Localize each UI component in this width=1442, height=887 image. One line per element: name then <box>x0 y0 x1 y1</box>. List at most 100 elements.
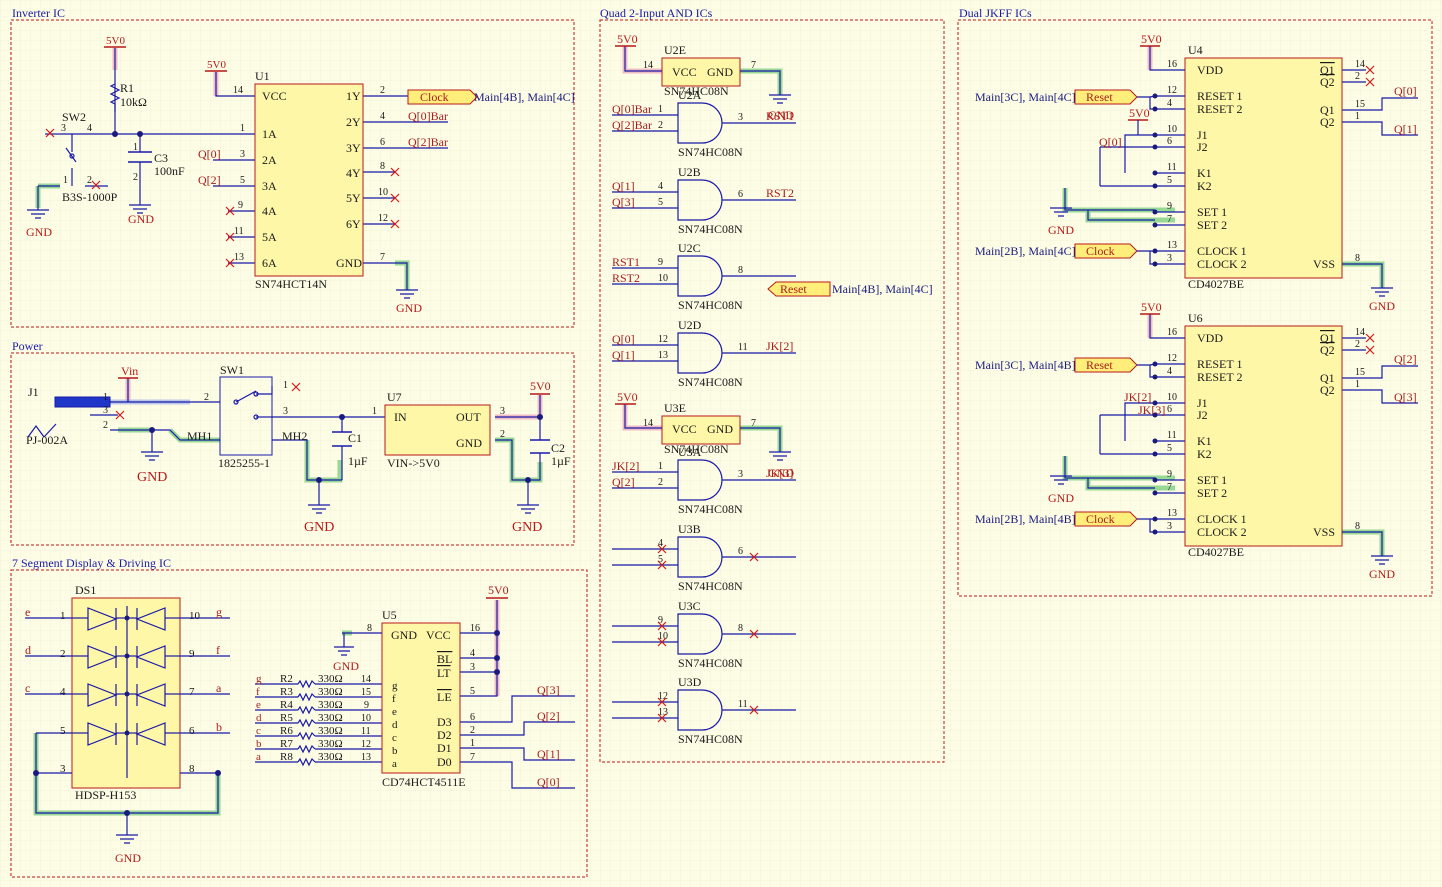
j1-ref: J1 <box>28 385 39 399</box>
u1-pin-right: 1Y <box>346 89 361 103</box>
section-frames <box>10 19 1433 878</box>
and-gate-body[interactable] <box>677 536 723 578</box>
u5-pin-num: 5 <box>470 686 475 697</box>
resistor-ref: R7 <box>280 738 293 750</box>
jkff-vss-wire <box>1342 263 1383 288</box>
ds1-net: b <box>216 720 222 734</box>
jkff-reset-port[interactable] <box>1074 89 1138 105</box>
u7-pin-num: 3 <box>500 406 505 417</box>
junction <box>1152 261 1158 267</box>
u1-part: SN74HCT14N <box>255 277 327 291</box>
and-section: 5V0 5V0 GND GND U2E SN74HC08N VCC GND U3… <box>612 32 933 746</box>
and-gate-pin-num: 1 <box>658 461 663 472</box>
u5-out: f <box>392 693 396 705</box>
u7-pin-out: OUT <box>456 410 481 424</box>
u7-regulator-body[interactable] <box>384 404 491 456</box>
resistor-seg: e <box>256 699 261 711</box>
and-gate-ref: U3D <box>678 675 702 689</box>
and-gate-input-wires <box>612 548 678 566</box>
port-reset-ref: Main[4B], Main[4C] <box>832 282 933 296</box>
and-gate-body[interactable] <box>677 102 723 144</box>
junction <box>1152 451 1158 457</box>
port-reset-and[interactable] <box>767 281 831 297</box>
jkff-reset-port[interactable] <box>1074 357 1138 373</box>
u1-pin-num: 8 <box>380 161 385 172</box>
resistor-seg: c <box>256 725 261 737</box>
jkff-pin-name: SET 1 <box>1197 205 1227 219</box>
junction <box>1152 183 1158 189</box>
jkff-pin-name: CLOCK 2 <box>1197 257 1247 271</box>
jkff-pin-num: 5 <box>1167 443 1172 454</box>
and-gate-body[interactable] <box>677 613 723 655</box>
u1-pin-right: GND <box>336 256 362 270</box>
u5-out: c <box>392 732 397 744</box>
u7-pin-gnd: GND <box>456 436 482 450</box>
and-gate-ref: U2D <box>678 318 702 332</box>
u3e-pin-num: 14 <box>643 418 653 429</box>
sw1-pin: 1 <box>283 380 288 391</box>
jkff-clock-port[interactable] <box>1074 243 1138 259</box>
jkff-pin-name: CLOCK 1 <box>1197 512 1247 526</box>
seven-seg-section: GND DS1 HDSP-H153 1 2 4 5 3 10 9 7 6 8 e… <box>25 583 575 865</box>
junction-r1 <box>112 131 118 137</box>
u1-pin-left: VCC <box>262 89 287 103</box>
jkff-clock-port[interactable] <box>1074 511 1138 527</box>
u3e-pin-num: 7 <box>751 418 756 429</box>
and-gate-input-wires <box>612 267 678 285</box>
and-gate-body[interactable] <box>677 332 723 374</box>
jkff-q-net: Q[0] <box>1394 84 1417 98</box>
port-clock-label: Clock <box>420 90 449 104</box>
no-connect-mark <box>749 552 759 562</box>
sw2-pin: 4 <box>87 123 92 134</box>
gnd-label-jkff-set: GND <box>1048 223 1074 237</box>
and-gate-out-net: JK[2] <box>766 339 793 353</box>
u2e-gnd: GND <box>707 65 733 79</box>
sw2-switch[interactable] <box>65 134 77 186</box>
ds1-net: e <box>25 605 30 619</box>
u5-data: D2 <box>437 728 452 742</box>
junction-c3 <box>137 131 143 137</box>
and-gate-ref: U3B <box>678 522 701 536</box>
u3e-power-unit[interactable] <box>661 415 741 445</box>
sw2-pin: 1 <box>63 175 68 186</box>
jkff-k-net: Q[0] <box>1099 135 1122 149</box>
jkff-ic-body[interactable] <box>1184 325 1343 547</box>
c3-capacitor[interactable] <box>128 151 152 180</box>
and-gate-pin-num: 2 <box>658 477 663 488</box>
u5-decoder-body[interactable] <box>381 622 461 774</box>
u1-pin-num: 3 <box>240 149 245 160</box>
u1-ic-body[interactable] <box>254 83 364 277</box>
u7-part: VIN->5V0 <box>387 456 440 470</box>
jkff-pin-name: K2 <box>1197 447 1212 461</box>
j1-jack-body[interactable] <box>54 396 111 408</box>
no-connect-mark <box>657 621 667 631</box>
u1-pin-num: 4 <box>380 111 385 122</box>
port-clock-inverter[interactable] <box>407 89 478 105</box>
sw1-switch[interactable] <box>219 376 273 456</box>
and-gate-body[interactable] <box>677 179 723 221</box>
and-gate-part: SN74HC08N <box>678 222 743 236</box>
u5-pin-num: 13 <box>361 752 371 763</box>
u1-pin-num: 5 <box>240 175 245 186</box>
and-gate-pin-num: 3 <box>738 469 743 480</box>
and-gate-pin-num: 4 <box>658 538 663 549</box>
and-gate-body[interactable] <box>677 255 723 297</box>
jkff-vdd-wire <box>1149 46 1155 71</box>
pwr-label-jkff: 5V0 <box>1129 106 1150 120</box>
c1-value: 1µF <box>348 454 368 468</box>
and-gate-body[interactable] <box>677 459 723 501</box>
jkff-pin-num: 3 <box>1167 521 1172 532</box>
jkff-ic-body[interactable] <box>1184 57 1343 279</box>
section-title-inverter: Inverter IC <box>12 6 65 20</box>
jkff-pin-name: K1 <box>1197 166 1212 180</box>
u2e-power-unit[interactable] <box>661 57 741 87</box>
and-gate-body[interactable] <box>677 689 723 731</box>
gnd-label-u2e: GND <box>768 108 794 122</box>
r1-resistor[interactable] <box>109 83 121 105</box>
resistor-bank <box>255 679 382 767</box>
and-gate-input-wires <box>612 625 678 643</box>
jkff-pin-num: 7 <box>1167 214 1172 225</box>
junction <box>1152 412 1158 418</box>
u3e-vcc: VCC <box>672 422 697 436</box>
